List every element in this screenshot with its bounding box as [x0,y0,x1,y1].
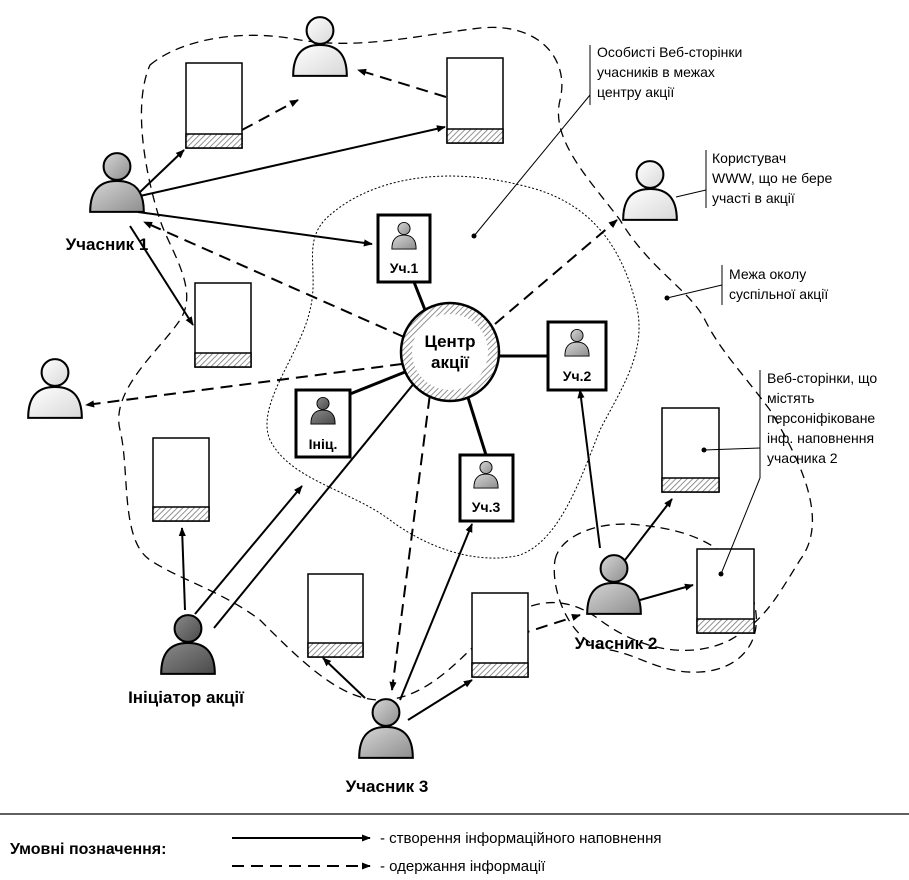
web-page-4 [152,437,210,522]
callout-personified-pages-5: учасника 2 [767,450,838,466]
label-participant2: Учасник 2 [575,634,658,653]
action-center: Центр акції [399,301,501,403]
callout-boundary-1: Межа околу [729,266,806,282]
callout-boundary: Межа околу суспільної акції [664,265,828,305]
user-icon [27,358,83,419]
web-page-6 [471,592,529,678]
callout-personified-pages-1: Веб-сторінки, що [767,370,877,386]
p2-boundary [553,523,757,673]
box-label-uch3: Уч.3 [472,499,501,515]
callout-personified-pages-3: персоніфіковане [767,410,875,426]
user-icon [160,614,216,675]
callout-personal-pages-2: учасників в межах [597,64,715,80]
callout-personified-pages: Веб-сторінки, що містять персоніфіковане… [701,370,877,577]
callout-www-user: Користувач WWW, що не бере участі в акці… [675,150,833,208]
outer-boundary [118,26,814,701]
legend-solid-label: - створення інформаційного наповнення [380,830,661,847]
user-icon [89,152,145,213]
box-label-uch1: Уч.1 [390,260,419,276]
legend-dashed-label: - одержання інформації [380,858,546,875]
box-label-uch2: Уч.2 [563,368,592,384]
box-init: Ініц. [294,388,352,459]
box-uch3: Уч.3 [458,453,515,523]
inner-boundary [266,175,640,559]
label-participant1: Учасник 1 [66,235,149,254]
label-participant3: Учасник 3 [346,777,429,796]
callout-www-user-2: WWW, що не бере [712,170,833,186]
center-label-line1: Центр [424,332,475,351]
legend-title: Умовні позначення: [10,841,166,858]
user-icon [622,160,678,221]
callout-www-user-1: Користувач [712,150,786,166]
creation-arrows [129,125,694,721]
user-icon [358,698,414,759]
callout-personal-pages-1: Особисті Веб-сторінки [597,44,742,60]
box-label-init: Ініц. [309,436,338,452]
web-page-5 [307,573,364,658]
callout-www-user-3: участі в акції [712,190,795,206]
callout-personal-pages: Особисті Веб-сторінки учасників в межах … [471,44,742,239]
web-page-1 [185,62,243,149]
web-page-2 [446,57,504,144]
callout-personified-pages-4: інф. наповнення [767,430,874,446]
callout-personal-pages-3: центру акції [597,84,674,100]
user-icon [292,16,348,77]
center-label-line2: акції [431,353,470,372]
callout-personified-pages-2: містять [767,390,814,406]
box-uch1: Уч.1 [376,213,432,284]
callout-boundary-2: суспільної акції [729,286,828,302]
user-icon [586,554,642,615]
web-page-3 [194,282,252,368]
label-initiator: Ініціатор акції [128,688,245,707]
box-uch2: Уч.2 [546,320,608,392]
